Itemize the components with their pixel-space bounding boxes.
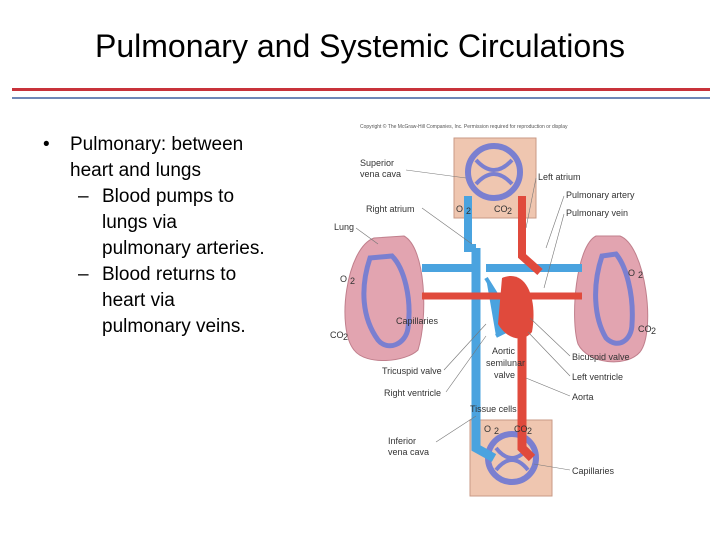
label-tissue-cells: Tissue cells bbox=[470, 404, 517, 414]
inferior-vena-cava-vessel bbox=[471, 248, 497, 462]
label-left-ventricle: Left ventricle bbox=[572, 372, 623, 382]
label-co2-bottom: CO bbox=[514, 424, 528, 434]
label-co2-left: CO bbox=[330, 330, 344, 340]
label-capillaries-body: Capillaries bbox=[572, 466, 615, 476]
bullet-dot: • bbox=[43, 134, 50, 155]
label-co2-top: CO bbox=[494, 204, 508, 214]
label-o2-top: O bbox=[456, 204, 463, 214]
label-o2-left: O bbox=[340, 274, 347, 284]
label-co2-right-sub: 2 bbox=[651, 326, 656, 336]
bullet-pulmonary: • Pulmonary: between heart and lungs bbox=[38, 132, 308, 184]
title-rule-blue bbox=[12, 97, 710, 99]
label-aortic: Aortic bbox=[492, 346, 516, 356]
label-co2-right: CO bbox=[638, 324, 652, 334]
aorta-vessel bbox=[517, 332, 536, 462]
sub-bullet-line: pulmonary arteries. bbox=[102, 238, 265, 259]
right-lung-capillary bbox=[593, 251, 635, 346]
sub-bullet-returns: – Blood returns to heart via pulmonary v… bbox=[38, 262, 308, 340]
sub-bullet-line: pulmonary veins. bbox=[102, 316, 246, 337]
label-tricuspid-valve: Tricuspid valve bbox=[382, 366, 442, 376]
label-inferior-vena-cava: vena cava bbox=[388, 447, 429, 457]
circulation-diagram-svg: Copyright © The McGraw-Hill Companies, I… bbox=[330, 123, 656, 497]
sub-bullet-dash: – bbox=[78, 264, 89, 285]
label-o2-top-sub: 2 bbox=[466, 206, 471, 216]
bullet-list: • Pulmonary: between heart and lungs – B… bbox=[38, 132, 308, 340]
label-o2-left-sub: 2 bbox=[350, 276, 355, 286]
sub-bullet-pumps: – Blood pumps to lungs via pulmonary art… bbox=[38, 184, 308, 262]
left-lung bbox=[344, 235, 425, 362]
left-lung-capillary bbox=[361, 253, 412, 349]
copyright-notice: Copyright © The McGraw-Hill Companies, I… bbox=[360, 123, 568, 130]
label-aorta: Aorta bbox=[572, 392, 594, 402]
sub-bullet-line: Blood returns to bbox=[102, 264, 237, 285]
label-right-ventricle: Right ventricle bbox=[384, 388, 441, 398]
sub-bullet-dash: – bbox=[78, 186, 89, 207]
label-capillaries-lung: Capillaries bbox=[396, 316, 439, 326]
label-bicuspid-valve: Bicuspid valve bbox=[572, 352, 630, 362]
label-vena-cava: vena cava bbox=[360, 169, 401, 179]
slide-title: Pulmonary and Systemic Circulations bbox=[95, 28, 625, 64]
label-o2-bottom: O bbox=[484, 424, 491, 434]
capillary-loops-top bbox=[474, 158, 514, 186]
label-co2-bottom-sub: 2 bbox=[527, 426, 532, 436]
label-o2-bottom-sub: 2 bbox=[494, 426, 499, 436]
label-o2-right: O bbox=[628, 268, 635, 278]
title-rule-red bbox=[12, 88, 710, 91]
left-ventricle-shape bbox=[498, 276, 534, 339]
label-co2-left-sub: 2 bbox=[343, 332, 348, 342]
sub-bullet-line: lungs via bbox=[102, 212, 177, 233]
label-co2-top-sub: 2 bbox=[507, 206, 512, 216]
label-pulmonary-artery: Pulmonary artery bbox=[566, 190, 635, 200]
bullet-line: Pulmonary: between bbox=[70, 134, 244, 155]
sub-bullet-line: Blood pumps to bbox=[102, 186, 235, 207]
sub-bullet-line: heart via bbox=[102, 290, 175, 311]
bullet-line: heart and lungs bbox=[70, 160, 201, 181]
label-semilunar: semilunar bbox=[486, 358, 525, 368]
label-right-atrium: Right atrium bbox=[366, 204, 415, 214]
label-lung: Lung bbox=[334, 222, 354, 232]
label-o2-right-sub: 2 bbox=[638, 270, 643, 280]
label-superior: Superior bbox=[360, 158, 394, 168]
leader-lines bbox=[355, 169, 571, 471]
label-left-atrium: Left atrium bbox=[538, 172, 581, 182]
pulmonary-vein-top bbox=[518, 196, 543, 275]
label-pulmonary-vein: Pulmonary vein bbox=[566, 208, 628, 218]
label-inferior: Inferior bbox=[388, 436, 416, 446]
capillary-bed-top bbox=[465, 143, 523, 201]
label-valve: valve bbox=[494, 370, 515, 380]
circulation-diagram: Copyright © The McGraw-Hill Companies, I… bbox=[326, 118, 720, 508]
